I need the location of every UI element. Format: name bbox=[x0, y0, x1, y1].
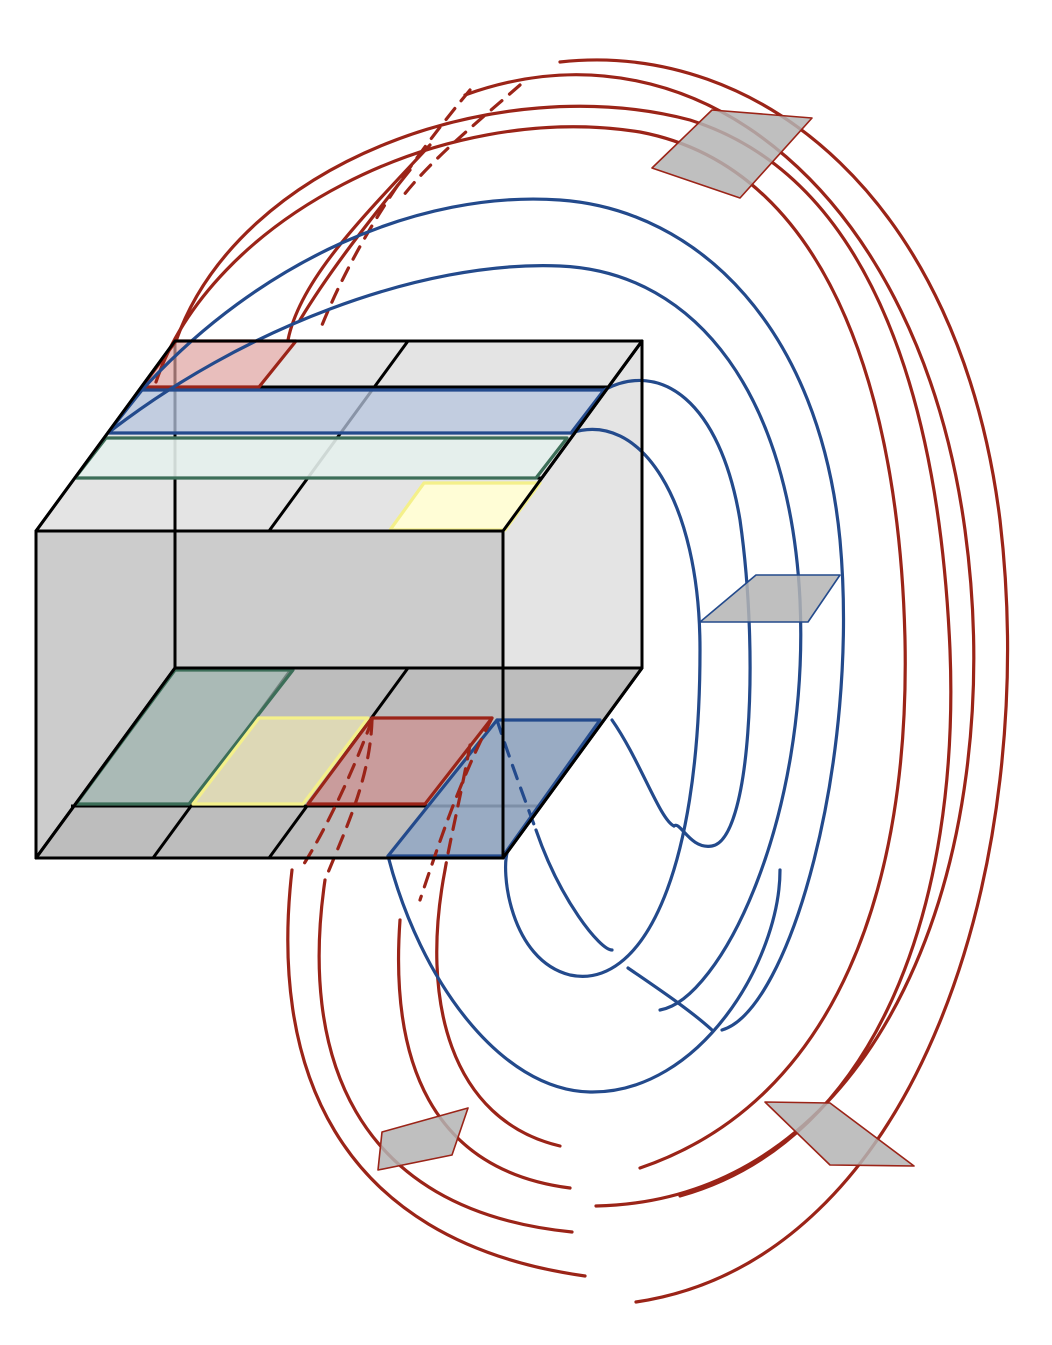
blue-loops bbox=[106, 197, 846, 1094]
tile-bottom-red bbox=[306, 716, 494, 806]
cross-section-planes bbox=[377, 109, 915, 1171]
plane-top bbox=[651, 109, 813, 199]
box-front-edges bbox=[34, 339, 644, 860]
tile-bottom-yellow bbox=[191, 716, 370, 806]
tile-top-blue bbox=[106, 388, 606, 435]
plane-bottom-right bbox=[764, 1101, 915, 1167]
red-loops bbox=[154, 58, 1010, 1304]
plane-bottom-left bbox=[377, 1107, 469, 1171]
tile-top-green bbox=[73, 436, 569, 480]
plane-middle bbox=[699, 574, 841, 623]
